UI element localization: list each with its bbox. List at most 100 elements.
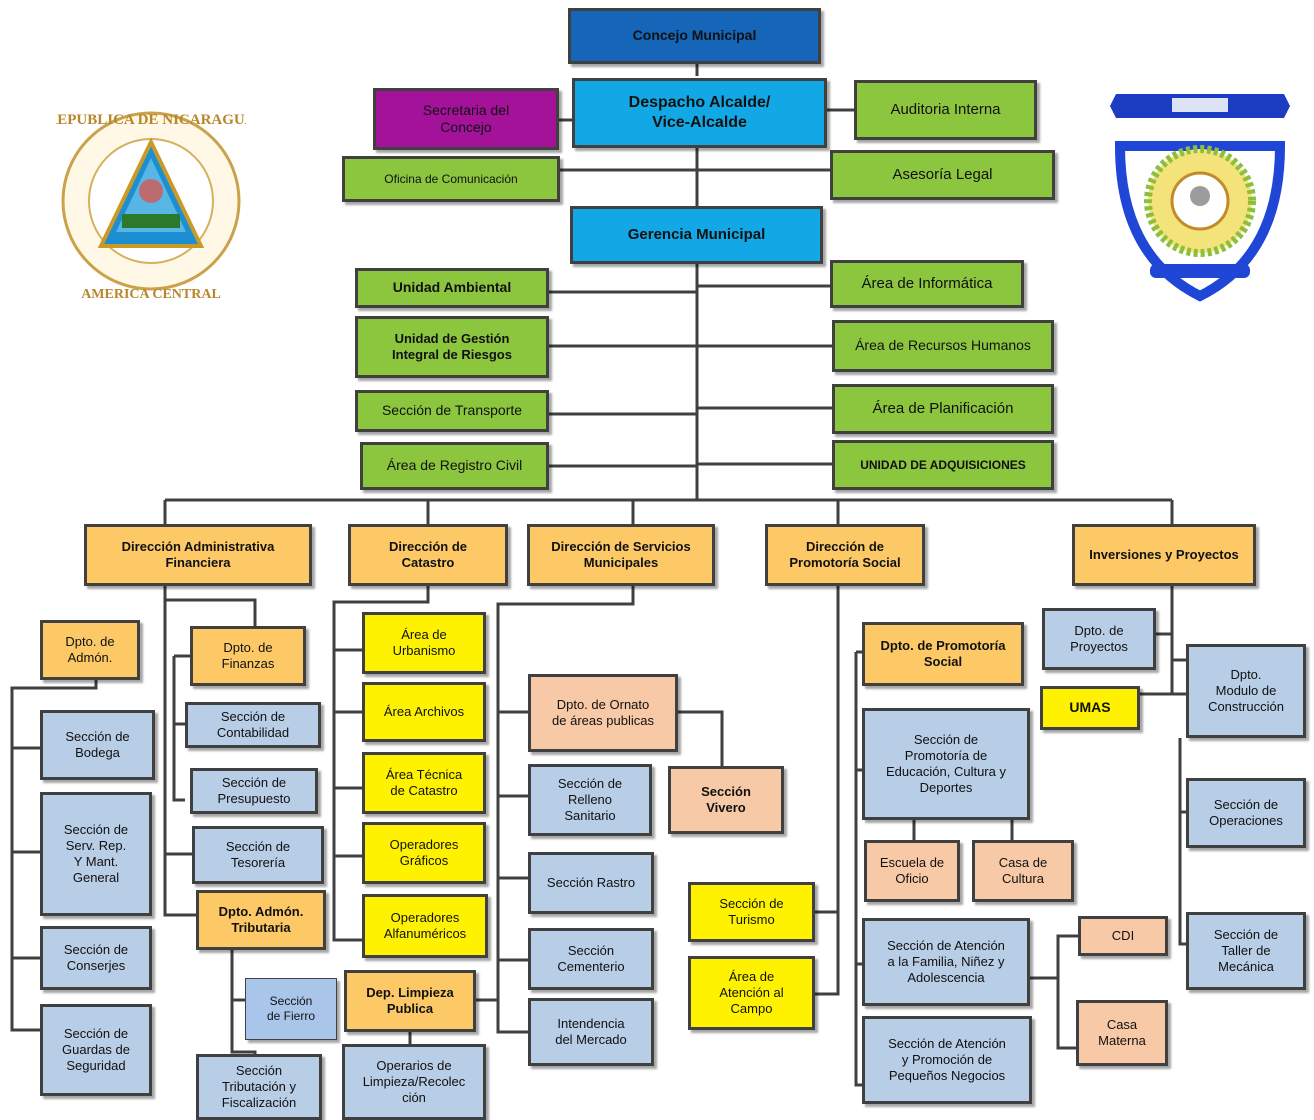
seccion-tributacion-label: Sección Tributación y Fiscalización	[221, 1062, 297, 1111]
area-archivos-label: Área Archivos	[383, 703, 465, 719]
oficina-comunicacion-box: Oficina de Comunicación	[342, 156, 560, 202]
intendencia-mercado-box: Intendencia del Mercado	[528, 998, 654, 1066]
municipal-emblem-logo	[1110, 94, 1290, 302]
taller-mecanica-box: Sección de Taller de Mecánica	[1186, 912, 1306, 990]
operadores-graficos-box: Operadores Gráficos	[362, 822, 486, 884]
dpto-finanzas-box: Dpto. de Finanzas	[190, 626, 306, 686]
casa-cultura-box: Casa de Cultura	[972, 840, 1074, 902]
atencion-familia-box: Sección de Atención a la Familia, Niñez …	[862, 918, 1030, 1006]
seccion-vivero-label: Sección Vivero	[701, 783, 751, 815]
dpto-admon-box: Dpto. de Admón.	[40, 620, 140, 680]
cdi-box: CDI	[1078, 916, 1168, 956]
seccion-turismo-label: Sección de Turismo	[719, 895, 784, 927]
concejo-municipal-label: Concejo Municipal	[632, 27, 757, 44]
area-informatica-box: Área de Informática	[830, 260, 1024, 308]
seccion-rastro-label: Sección Rastro	[546, 874, 636, 890]
despacho-alcalde-box: Despacho Alcalde/ Vice-Alcalde	[572, 78, 827, 148]
dpto-finanzas-label: Dpto. de Finanzas	[221, 639, 275, 671]
dpto-promotoria-label: Dpto. de Promotoría Social	[880, 637, 1006, 669]
seccion-turismo-box: Sección de Turismo	[688, 882, 815, 942]
area-archivos-box: Área Archivos	[362, 682, 486, 742]
seccion-fierro-label: Sección de Fierro	[266, 994, 316, 1023]
seccion-bodega-box: Sección de Bodega	[40, 710, 155, 780]
dep-limpieza-box: Dep. Limpieza Publica	[344, 970, 476, 1032]
seccion-transporte-label: Sección de Transporte	[381, 402, 523, 419]
secretaria-concejo-box: Secretaria del Concejo	[373, 88, 559, 150]
area-urbanismo-box: Área de Urbanismo	[362, 612, 486, 674]
modulo-construccion-label: Dpto. Modulo de Construcción	[1208, 666, 1284, 715]
unidad-ambiental-label: Unidad Ambiental	[392, 279, 512, 296]
oficina-comunicacion-label: Oficina de Comunicación	[384, 171, 518, 186]
seccion-operaciones-label: Sección de Operaciones	[1209, 796, 1283, 828]
seccion-operaciones-box: Sección de Operaciones	[1186, 778, 1306, 848]
seccion-cementerio-box: Sección Cementerio	[528, 928, 654, 990]
umas-box: UMAS	[1040, 686, 1140, 730]
unidad-adquisiciones-box: UNIDAD DE ADQUISICIONES	[832, 440, 1054, 490]
concejo-municipal-box: Concejo Municipal	[568, 8, 821, 64]
area-urbanismo-label: Área de Urbanismo	[392, 626, 456, 658]
seccion-conserjes-box: Sección de Conserjes	[40, 926, 152, 990]
seccion-conserjes-label: Sección de Conserjes	[63, 941, 129, 973]
direccion-administrativa-label: Dirección Administrativa Financiera	[121, 538, 275, 570]
seccion-contabilidad-box: Sección de Contabilidad	[185, 702, 321, 748]
recursos-humanos-box: Área de Recursos Humanos	[832, 320, 1054, 372]
seccion-tesoreria-label: Sección de Tesorería	[225, 838, 291, 870]
seccion-cementerio-label: Sección Cementerio	[557, 942, 625, 974]
inversiones-proyectos-box: Inversiones y Proyectos	[1072, 524, 1256, 586]
operadores-graficos-label: Operadores Gráficos	[389, 836, 459, 868]
operadores-alfanumericos-box: Operadores Alfanuméricos	[362, 894, 488, 958]
gerencia-municipal-label: Gerencia Municipal	[627, 225, 766, 243]
dpto-admon-label: Dpto. de Admón.	[65, 633, 115, 665]
atencion-campo-box: Área de Atención al Campo	[688, 956, 815, 1030]
direccion-catastro-label: Dirección de Catastro	[388, 538, 468, 570]
dpto-proyectos-box: Dpto. de Proyectos	[1042, 608, 1156, 670]
direccion-servicios-box: Dirección de Servicios Municipales	[527, 524, 715, 586]
modulo-construccion-box: Dpto. Modulo de Construcción	[1186, 644, 1306, 738]
seccion-fierro-box: Sección de Fierro	[245, 978, 337, 1040]
operarios-limpieza-label: Operarios de Limpieza/Recolec ción	[362, 1057, 466, 1106]
direccion-servicios-label: Dirección de Servicios Municipales	[551, 538, 691, 570]
direccion-administrativa-box: Dirección Administrativa Financiera	[84, 524, 312, 586]
cdi-label: CDI	[1111, 927, 1135, 943]
casa-materna-box: Casa Materna	[1076, 1000, 1168, 1066]
dpto-ornato-label: Dpto. de Ornato de áreas publicas	[552, 696, 654, 728]
seccion-contabilidad-label: Sección de Contabilidad	[216, 708, 290, 740]
seccion-guardas-label: Sección de Guardas de Seguridad	[62, 1025, 130, 1074]
seccion-servicios-mantenimiento-box: Sección de Serv. Rep. Y Mant. General	[40, 792, 152, 916]
direccion-promotoria-label: Dirección de Promotoría Social	[789, 538, 901, 570]
pequenos-negocios-label: Sección de Atención y Promoción de Peque…	[888, 1035, 1006, 1084]
seccion-tesoreria-box: Sección de Tesorería	[192, 826, 324, 884]
dep-limpieza-label: Dep. Limpieza Publica	[366, 984, 454, 1016]
promotoria-educacion-box: Sección de Promotoría de Educación, Cult…	[862, 708, 1030, 820]
escuela-oficio-label: Escuela de Oficio	[879, 854, 945, 886]
seccion-servicios-mantenimiento-label: Sección de Serv. Rep. Y Mant. General	[63, 821, 129, 886]
direccion-promotoria-box: Dirección de Promotoría Social	[765, 524, 925, 586]
casa-materna-label: Casa Materna	[1098, 1016, 1146, 1048]
dpto-tributaria-box: Dpto. Admón. Tributaria	[196, 890, 326, 950]
area-planificacion-label: Área de Planificación	[872, 399, 1014, 417]
svg-text:REPUBLICA DE NICARAGUA: REPUBLICA DE NICARAGUA	[56, 112, 246, 128]
dpto-proyectos-label: Dpto. de Proyectos	[1070, 622, 1128, 654]
taller-mecanica-label: Sección de Taller de Mecánica	[1213, 926, 1279, 975]
dpto-tributaria-label: Dpto. Admón. Tributaria	[218, 903, 304, 935]
operadores-alfanumericos-label: Operadores Alfanuméricos	[383, 909, 467, 941]
asesoria-legal-box: Asesoría Legal	[830, 150, 1055, 200]
dpto-promotoria-box: Dpto. de Promotoría Social	[862, 622, 1024, 686]
nicaragua-seal-logo: REPUBLICA DE NICARAGUA AMERICA CENTRAL	[56, 111, 246, 302]
seccion-relleno-label: Sección de Relleno Sanitario	[557, 775, 623, 824]
recursos-humanos-label: Área de Recursos Humanos	[855, 337, 1031, 354]
registro-civil-label: Área de Registro Civil	[386, 457, 523, 474]
area-informatica-label: Área de Informática	[861, 274, 993, 292]
intendencia-mercado-label: Intendencia del Mercado	[555, 1015, 627, 1047]
promotoria-educacion-label: Sección de Promotoría de Educación, Cult…	[886, 731, 1006, 796]
seccion-relleno-box: Sección de Relleno Sanitario	[528, 764, 652, 836]
asesoria-legal-label: Asesoría Legal	[892, 165, 993, 183]
direccion-catastro-box: Dirección de Catastro	[348, 524, 508, 586]
unidad-adquisiciones-label: UNIDAD DE ADQUISICIONES	[860, 457, 1026, 472]
seccion-bodega-label: Sección de Bodega	[65, 728, 130, 760]
casa-cultura-label: Casa de Cultura	[998, 854, 1048, 886]
unidad-ambiental-box: Unidad Ambiental	[355, 268, 549, 308]
seccion-presupuesto-label: Sección de Presupuesto	[217, 774, 291, 806]
atencion-campo-label: Área de Atención al Campo	[719, 968, 784, 1017]
seccion-rastro-box: Sección Rastro	[528, 852, 654, 914]
